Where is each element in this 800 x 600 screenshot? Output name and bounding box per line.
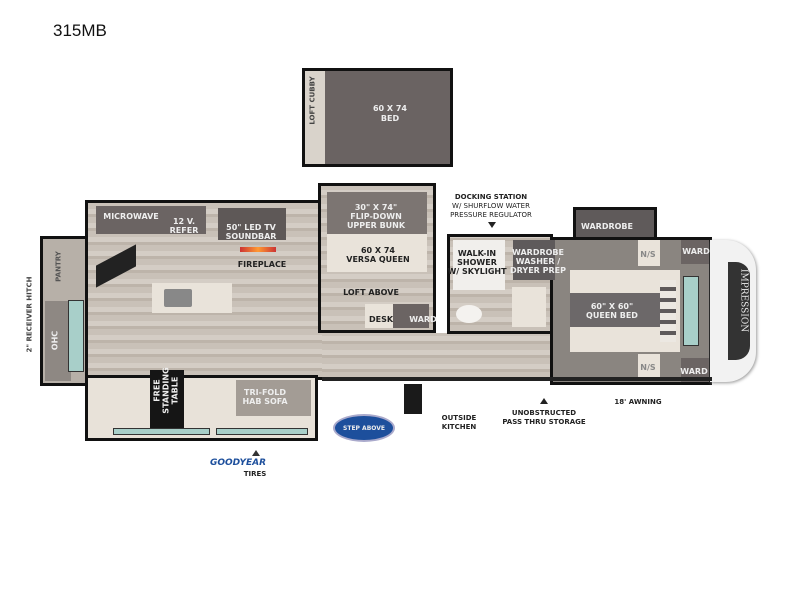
sofa-label-2: HAB SOFA bbox=[242, 397, 288, 406]
docking-label-1: DOCKING STATION bbox=[454, 193, 528, 201]
kitchen-island bbox=[152, 283, 232, 313]
wardrobe-washer-dryer bbox=[513, 240, 555, 280]
versa-queen-bed bbox=[327, 234, 427, 272]
loft-cubby bbox=[302, 68, 453, 167]
desk bbox=[365, 304, 393, 328]
ohc-cabinet bbox=[45, 301, 71, 381]
receiver-hitch-label: 2" RECEIVER HITCH bbox=[25, 276, 34, 353]
kitchen-counter bbox=[96, 206, 206, 234]
queen-bed bbox=[570, 270, 680, 352]
loft-cubby-shelf bbox=[305, 71, 325, 164]
shower-label-3: W/ SKYLIGHT bbox=[447, 267, 507, 276]
bunk-wardrobe bbox=[393, 304, 429, 328]
table-label-3: TABLE bbox=[170, 376, 180, 405]
dryer-prep-label: DRYER PREP bbox=[510, 266, 566, 275]
pillows bbox=[660, 280, 676, 342]
docking-label-2: W/ SHURFLOW WATER bbox=[452, 202, 530, 210]
nose-cap-badge bbox=[728, 262, 750, 360]
microwave-label: MICROWAVE bbox=[103, 212, 159, 221]
nightstand-top bbox=[638, 240, 660, 266]
sofa-label-1: TRI-FOLD bbox=[244, 388, 286, 397]
nose-cap bbox=[710, 240, 756, 382]
bedroom bbox=[513, 237, 712, 385]
fireplace-label: FIREPLACE bbox=[237, 260, 287, 269]
dinette-slideout bbox=[85, 370, 318, 441]
nightstand-bottom bbox=[638, 354, 660, 380]
fireplace-icon bbox=[240, 247, 276, 252]
storage-label-2: PASS THRU STORAGE bbox=[502, 418, 586, 426]
nightstand-bottom-label: N/S bbox=[640, 363, 656, 372]
refer-label-1: 12 V. bbox=[172, 217, 196, 226]
refer-label-2: REFER bbox=[169, 226, 199, 235]
shower-label-1: WALK-IN bbox=[457, 249, 497, 258]
tv-label-1: 50" LED TV bbox=[226, 223, 276, 232]
hallway bbox=[322, 333, 552, 381]
bunk-ward-label: WARD bbox=[409, 315, 437, 324]
step-above-logo-text: STEP ABOVE bbox=[343, 425, 385, 432]
tires-label: TIRES bbox=[243, 470, 267, 478]
pantry-label: PANTRY bbox=[54, 251, 63, 282]
loft-cubby-label: LOFT CUBBY bbox=[308, 76, 317, 125]
front-window bbox=[68, 300, 84, 372]
upper-bunk bbox=[327, 192, 427, 234]
vanity bbox=[512, 287, 546, 327]
goodyear-logo: GOODYEAR bbox=[209, 458, 267, 468]
loft-above-label: LOFT ABOVE bbox=[343, 288, 399, 297]
sofa-window bbox=[216, 428, 308, 435]
washer-label: WASHER / bbox=[515, 257, 561, 266]
queen-bed-size: 60" X 60" bbox=[590, 302, 634, 311]
tv-label-2: SOUNDBAR bbox=[225, 232, 277, 241]
sink-icon bbox=[164, 289, 192, 307]
desk-label: DESK bbox=[368, 315, 394, 324]
ohc-label: OHC bbox=[50, 330, 60, 351]
loft-bed-size: 60 X 74 bbox=[372, 104, 408, 113]
bunk-size: 30" X 74" bbox=[354, 203, 398, 212]
versa-queen-label: VERSA QUEEN bbox=[346, 255, 410, 264]
toilet-icon bbox=[456, 305, 482, 323]
wardrobe-slide-label: WARDROBE bbox=[581, 222, 633, 231]
ward-top-label: WARD bbox=[682, 247, 710, 256]
awning-line bbox=[322, 377, 712, 381]
storage-arrow-icon bbox=[540, 398, 548, 404]
bed-runner bbox=[570, 293, 660, 327]
model-title: 315MB bbox=[53, 21, 107, 40]
free-standing-table bbox=[150, 370, 184, 430]
outside-kitchen-label-2: KITCHEN bbox=[441, 423, 477, 431]
outside-kitchen-label-1: OUTSIDE bbox=[441, 414, 477, 422]
outside-kitchen-unit bbox=[404, 384, 422, 414]
queen-bed-label: QUEEN BED bbox=[586, 311, 638, 320]
step-above-logo: STEP ABOVE bbox=[333, 414, 395, 442]
table-label-1: FREE bbox=[152, 379, 162, 402]
bunk-label-2: UPPER BUNK bbox=[346, 221, 406, 230]
walk-in-shower bbox=[453, 240, 505, 290]
loft-bed-label: BED bbox=[380, 114, 400, 123]
dinette-window bbox=[113, 428, 210, 435]
bunk-label-1: FLIP-DOWN bbox=[350, 212, 402, 221]
impression-logo: IMPRESSION bbox=[738, 268, 749, 333]
versa-queen-size: 60 X 74 bbox=[360, 246, 396, 255]
shower-label-2: SHOWER bbox=[457, 258, 497, 267]
bedroom-window bbox=[683, 276, 699, 346]
docking-label-3: PRESSURE REGULATOR bbox=[450, 211, 532, 219]
sofa bbox=[236, 380, 311, 416]
wardrobe-label: WARDROBE bbox=[512, 248, 564, 257]
tires-arrow-icon bbox=[252, 450, 260, 456]
nightstand-top-label: N/S bbox=[640, 250, 656, 259]
docking-arrow-icon bbox=[488, 222, 496, 228]
bunk-room bbox=[318, 183, 436, 333]
wardrobe-top bbox=[681, 240, 709, 264]
storage-label-1: UNOBSTRUCTED bbox=[511, 409, 577, 417]
awning-label: 18' AWNING bbox=[614, 398, 662, 406]
ward-bottom-label: WARD bbox=[680, 367, 708, 376]
table-label-2: STANDING bbox=[161, 367, 171, 414]
tv-cabinet bbox=[218, 208, 286, 240]
